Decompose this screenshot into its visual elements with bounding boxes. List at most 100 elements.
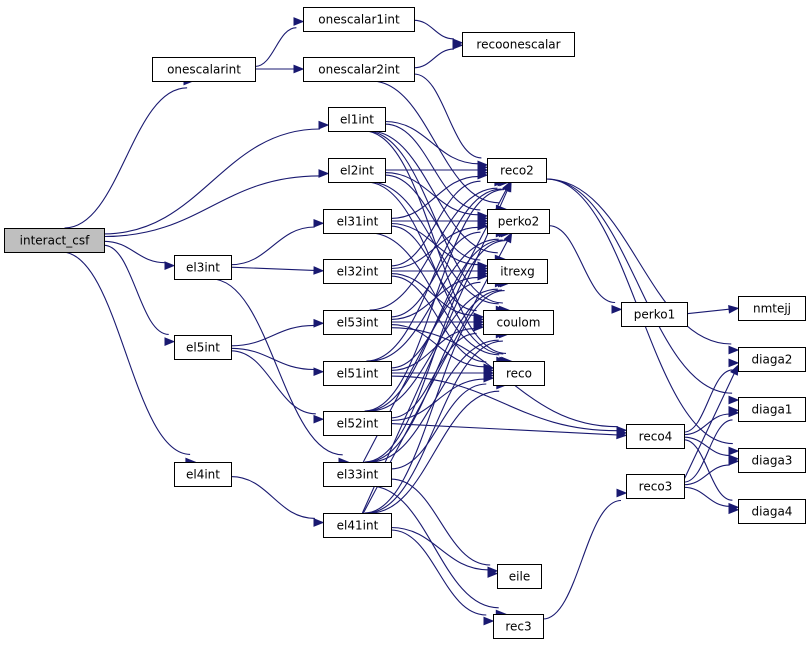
edge-line: [371, 80, 499, 204]
edge-line: [686, 308, 730, 315]
node-el52int[interactable]: el52int: [323, 411, 392, 436]
edge-line: [384, 174, 481, 261]
node-box[interactable]: [323, 209, 392, 234]
node-perko1[interactable]: perko1: [621, 302, 688, 327]
node-itrexg[interactable]: itrexg: [487, 259, 548, 284]
node-rec3[interactable]: rec3: [493, 614, 544, 639]
edge-el3int-to-el31int: [230, 218, 325, 266]
node-box[interactable]: [621, 302, 688, 327]
edge-line: [366, 181, 504, 355]
edge-reco2-to-diaga1: [545, 178, 740, 405]
node-el2int[interactable]: el2int: [328, 158, 386, 183]
node-el4int[interactable]: el4int: [174, 462, 232, 487]
node-perko2[interactable]: perko2: [487, 209, 550, 234]
node-onescalarint[interactable]: onescalarint: [152, 57, 256, 82]
edge-perko2-to-perko1: [548, 225, 623, 314]
node-box[interactable]: [487, 209, 550, 234]
arrowhead-icon: [616, 430, 628, 440]
node-box[interactable]: [738, 296, 806, 321]
node-recoonescalar[interactable]: recoonescalar: [462, 32, 575, 57]
node-coulom[interactable]: coulom: [483, 310, 554, 335]
arrowhead-icon: [477, 271, 489, 281]
arrowhead-icon: [313, 318, 325, 328]
edge-line: [545, 178, 733, 394]
node-label: el52int: [337, 417, 379, 431]
node-box[interactable]: [174, 462, 232, 487]
edge-el1int-to-reco2: [384, 120, 489, 172]
node-box[interactable]: [738, 448, 806, 473]
edge-line: [369, 130, 498, 254]
node-box[interactable]: [487, 259, 548, 284]
node-box[interactable]: [738, 397, 806, 422]
node-reco4[interactable]: reco4: [626, 424, 685, 449]
node-reco2[interactable]: reco2: [487, 158, 547, 183]
edge-line: [364, 290, 505, 514]
node-box[interactable]: [328, 107, 386, 132]
node-el53int[interactable]: el53int: [323, 310, 392, 335]
node-el51int[interactable]: el51int: [323, 361, 392, 386]
node-box[interactable]: [174, 335, 232, 360]
edge-reco2-to-diaga2: [545, 178, 740, 355]
edge-el51int-to-itrexg: [390, 271, 489, 369]
node-box[interactable]: [483, 310, 554, 335]
node-box[interactable]: [626, 474, 685, 499]
node-box[interactable]: [323, 310, 392, 335]
node-box[interactable]: [738, 499, 806, 524]
node-diaga1[interactable]: diaga1: [738, 397, 806, 422]
node-box[interactable]: [462, 32, 575, 57]
node-box[interactable]: [626, 424, 685, 449]
edge-interact_csf-to-el5int: [103, 244, 176, 347]
node-box[interactable]: [174, 255, 232, 280]
arrowhead-icon: [452, 40, 464, 50]
node-diaga4[interactable]: diaga4: [738, 499, 806, 524]
edge-reco3-to-diaga1: [683, 408, 740, 483]
node-box[interactable]: [4, 228, 105, 253]
edge-line: [366, 340, 503, 514]
edge-line: [683, 436, 730, 457]
node-onescalar2int[interactable]: onescalar2int: [303, 57, 415, 82]
node-box[interactable]: [328, 158, 386, 183]
node-interact_csf[interactable]: interact_csf: [4, 228, 105, 253]
node-label: reco4: [639, 430, 673, 444]
edge-interact_csf-to-el2int: [103, 169, 330, 238]
node-box[interactable]: [152, 57, 256, 82]
node-onescalar1int[interactable]: onescalar1int: [303, 7, 415, 32]
node-reco[interactable]: reco: [493, 361, 545, 386]
edge-line: [369, 390, 500, 514]
node-diaga2[interactable]: diaga2: [738, 347, 806, 372]
node-box[interactable]: [323, 513, 392, 538]
arrowhead-icon: [473, 322, 485, 332]
node-el32int[interactable]: el32int: [323, 259, 392, 284]
node-box[interactable]: [323, 462, 392, 487]
node-eile[interactable]: eile: [497, 564, 542, 589]
edge-line: [364, 130, 507, 354]
node-el41int[interactable]: el41int: [323, 513, 392, 538]
node-box[interactable]: [493, 361, 545, 386]
node-box[interactable]: [323, 411, 392, 436]
edge-line: [390, 478, 491, 566]
node-box[interactable]: [738, 347, 806, 372]
node-nmtejj[interactable]: nmtejj: [738, 296, 806, 321]
node-el5int[interactable]: el5int: [174, 335, 232, 360]
node-box[interactable]: [497, 564, 542, 589]
edge-line: [230, 324, 315, 347]
arrowhead-icon: [313, 414, 325, 424]
node-box[interactable]: [493, 614, 544, 639]
node-box[interactable]: [487, 158, 547, 183]
node-box[interactable]: [303, 7, 415, 32]
node-el3int[interactable]: el3int: [174, 255, 232, 280]
node-box[interactable]: [323, 361, 392, 386]
edge-line: [384, 123, 481, 211]
node-el1int[interactable]: el1int: [328, 107, 386, 132]
node-el31int[interactable]: el31int: [323, 209, 392, 234]
arrowhead-icon: [477, 221, 489, 231]
edge-el53int-to-perko2: [390, 221, 489, 318]
node-reco3[interactable]: reco3: [626, 474, 685, 499]
edge-line: [254, 27, 297, 68]
node-diaga3[interactable]: diaga3: [738, 448, 806, 473]
edge-line: [542, 499, 622, 620]
node-box[interactable]: [323, 259, 392, 284]
node-el33int[interactable]: el33int: [323, 462, 392, 487]
node-box[interactable]: [303, 57, 415, 82]
arrowhead-icon: [313, 218, 325, 228]
